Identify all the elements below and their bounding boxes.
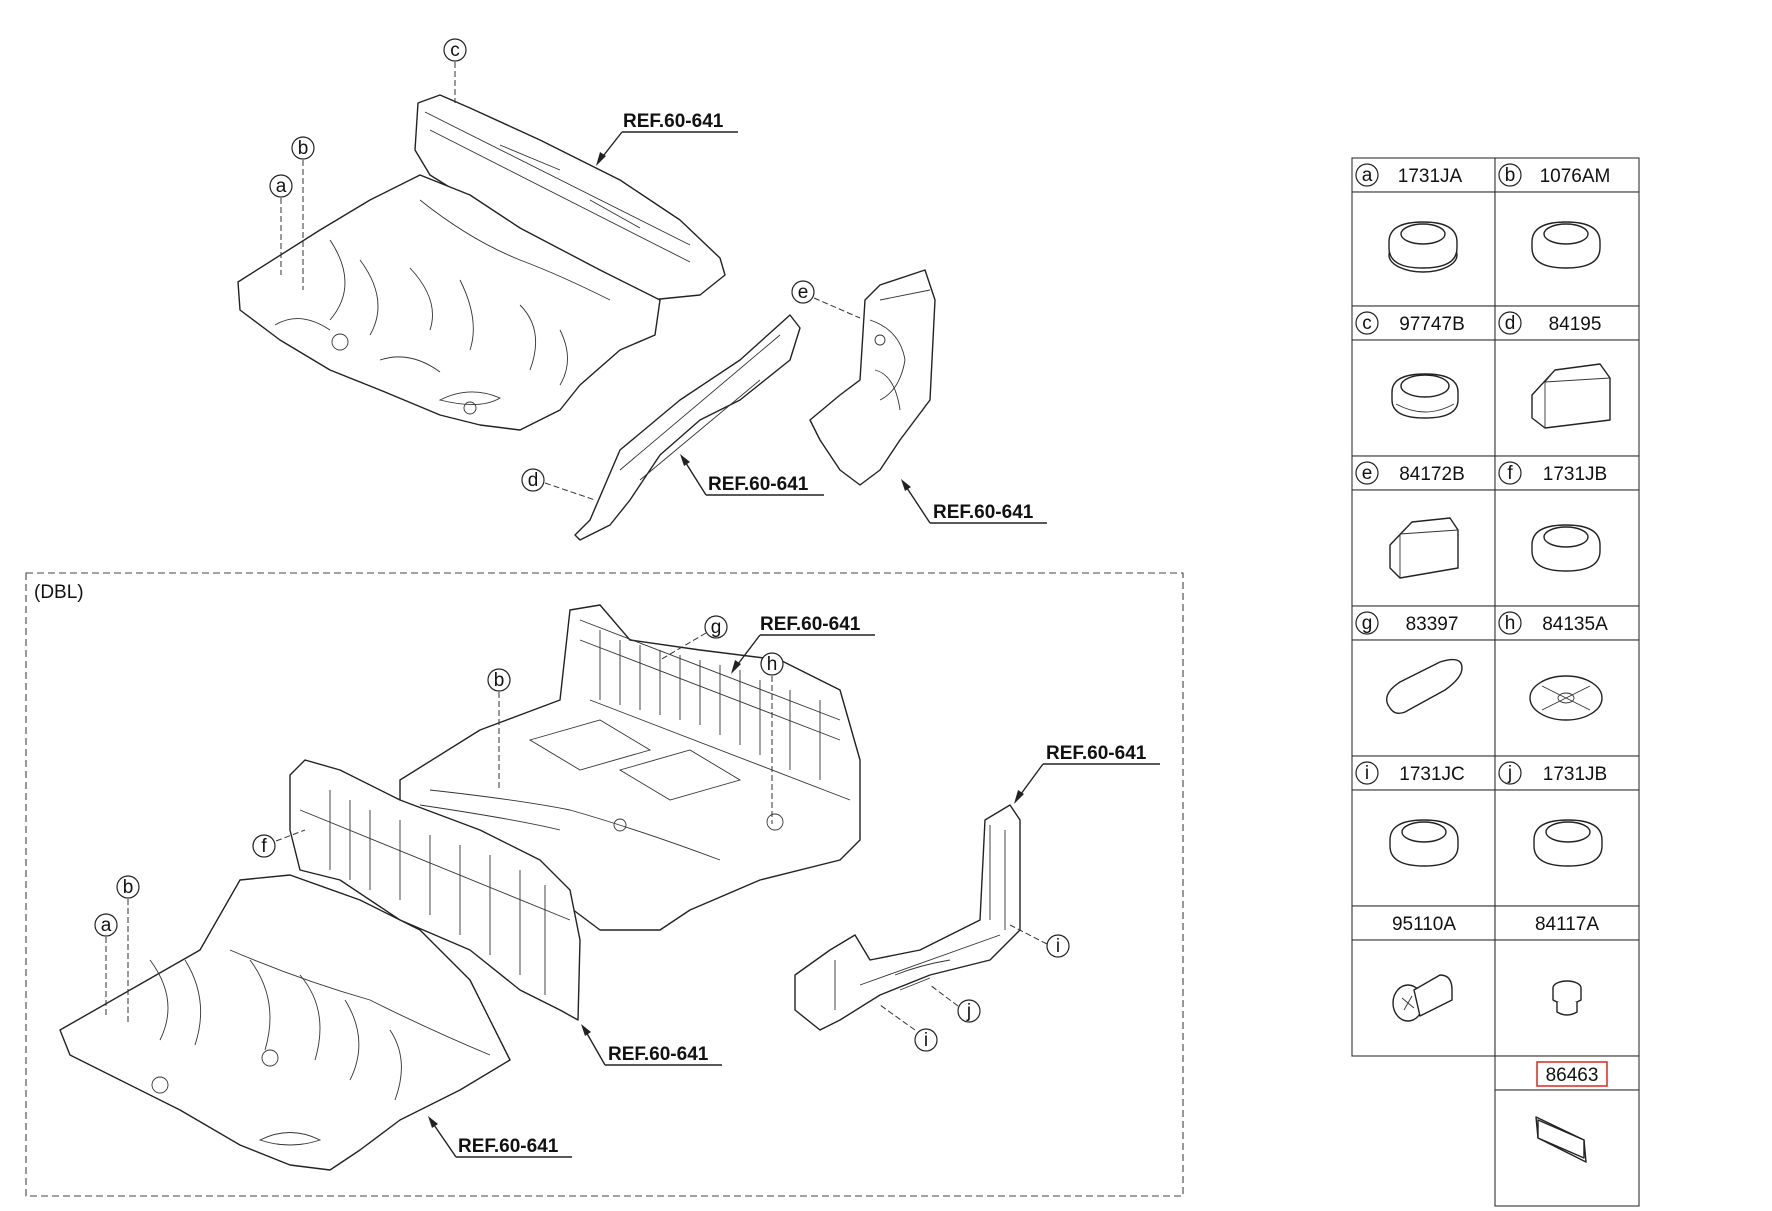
bubble-b-dbl-rear: b — [494, 670, 505, 691]
table-row-g-h: g 83397 h 84135A — [1355, 611, 1608, 635]
part-code-95110a[interactable]: 95110A — [1392, 914, 1456, 935]
table-row-e-f: e 84172B f 1731JB — [1355, 461, 1607, 485]
bubble-a-top: a — [276, 176, 287, 197]
stud-clip-icon — [1552, 980, 1582, 1016]
ref-label-3[interactable]: REF.60-641 — [933, 502, 1034, 523]
ref-label-2[interactable]: REF.60-641 — [708, 474, 809, 495]
dbl-section: (DBL) g b h f — [25, 572, 1184, 1197]
round-grommet-icon — [1389, 819, 1459, 867]
ref-label-1[interactable]: REF.60-641 — [623, 111, 724, 132]
bubble-b-top: b — [298, 138, 309, 159]
round-grommet-icon — [1531, 221, 1601, 269]
table-row-a-b: a 1731JA b 1076AM — [1355, 163, 1611, 187]
oval-plug-icon — [1386, 658, 1463, 715]
parts-table: a 1731JA b 1076AM c 97747B d 84195 e 841… — [1351, 157, 1640, 1207]
part-code-f[interactable]: 1731JB — [1543, 464, 1607, 485]
dbl-label: (DBL) — [34, 582, 84, 603]
table-letter-d: d — [1505, 313, 1516, 334]
bubble-h-dbl: h — [767, 654, 778, 675]
bubble-c-top: c — [450, 40, 460, 61]
table-row-highlighted: 86463 — [1536, 1061, 1608, 1087]
round-grommet-icon — [1388, 221, 1458, 273]
ref-label-6[interactable]: REF.60-641 — [608, 1044, 709, 1065]
bubble-f-dbl: f — [261, 836, 267, 857]
bubble-j-dbl: j — [966, 1001, 971, 1022]
bubble-b-dbl-front: b — [123, 877, 134, 898]
ref-label-5[interactable]: REF.60-641 — [1046, 743, 1147, 764]
table-letter-a: a — [1362, 165, 1373, 186]
part-code-c[interactable]: 97747B — [1399, 314, 1465, 335]
table-letter-b: b — [1505, 165, 1516, 186]
table-row-c-d: c 97747B d 84195 — [1355, 311, 1602, 335]
table-letter-e: e — [1362, 463, 1373, 484]
bubble-e-top: e — [798, 282, 809, 303]
bubble-i-dbl-lower: i — [924, 1030, 928, 1051]
cross-plug-icon — [1529, 675, 1603, 721]
ref-label-4[interactable]: REF.60-641 — [760, 614, 861, 635]
bubble-g-dbl: g — [711, 617, 722, 638]
foam-pad-icon — [1389, 517, 1459, 579]
table-row-i-j: i 1731JC j 1731JB — [1355, 761, 1607, 785]
part-code-g[interactable]: 83397 — [1406, 614, 1459, 635]
square-pad-icon — [1535, 1116, 1587, 1163]
part-code-d[interactable]: 84195 — [1549, 314, 1602, 335]
ref-label-7[interactable]: REF.60-641 — [458, 1136, 559, 1157]
table-letter-h: h — [1505, 613, 1516, 634]
table-letter-c: c — [1362, 313, 1372, 334]
part-code-b[interactable]: 1076AM — [1540, 166, 1611, 187]
table-row-unlettered: 95110A 84117A — [1392, 914, 1599, 935]
bubble-i-dbl-right: i — [1056, 936, 1060, 957]
part-code-j[interactable]: 1731JB — [1543, 764, 1607, 785]
foam-pad-icon — [1531, 363, 1611, 429]
part-code-i[interactable]: 1731JC — [1399, 764, 1465, 785]
table-letter-g: g — [1362, 613, 1373, 634]
table-letter-i: i — [1365, 763, 1369, 784]
bubble-a-dbl: a — [101, 915, 112, 936]
bubble-d-top: d — [528, 470, 539, 491]
part-code-86463[interactable]: 86463 — [1546, 1065, 1599, 1086]
table-letter-j: j — [1507, 763, 1512, 784]
part-code-84117a[interactable]: 84117A — [1535, 914, 1599, 935]
round-grommet-icon — [1533, 819, 1603, 867]
part-code-a[interactable]: 1731JA — [1398, 166, 1463, 187]
highlight-box — [1536, 1061, 1608, 1087]
part-code-h[interactable]: 84135A — [1542, 614, 1608, 635]
stepped-grommet-icon — [1391, 373, 1459, 419]
part-code-e[interactable]: 84172B — [1399, 464, 1465, 485]
push-clip-icon — [1392, 974, 1453, 1022]
table-letter-f: f — [1507, 463, 1513, 484]
top-floor-assembly: c a b d e REF.60-641 REF.60-641 REF.60-6… — [237, 38, 1047, 541]
round-grommet-icon — [1531, 524, 1601, 572]
